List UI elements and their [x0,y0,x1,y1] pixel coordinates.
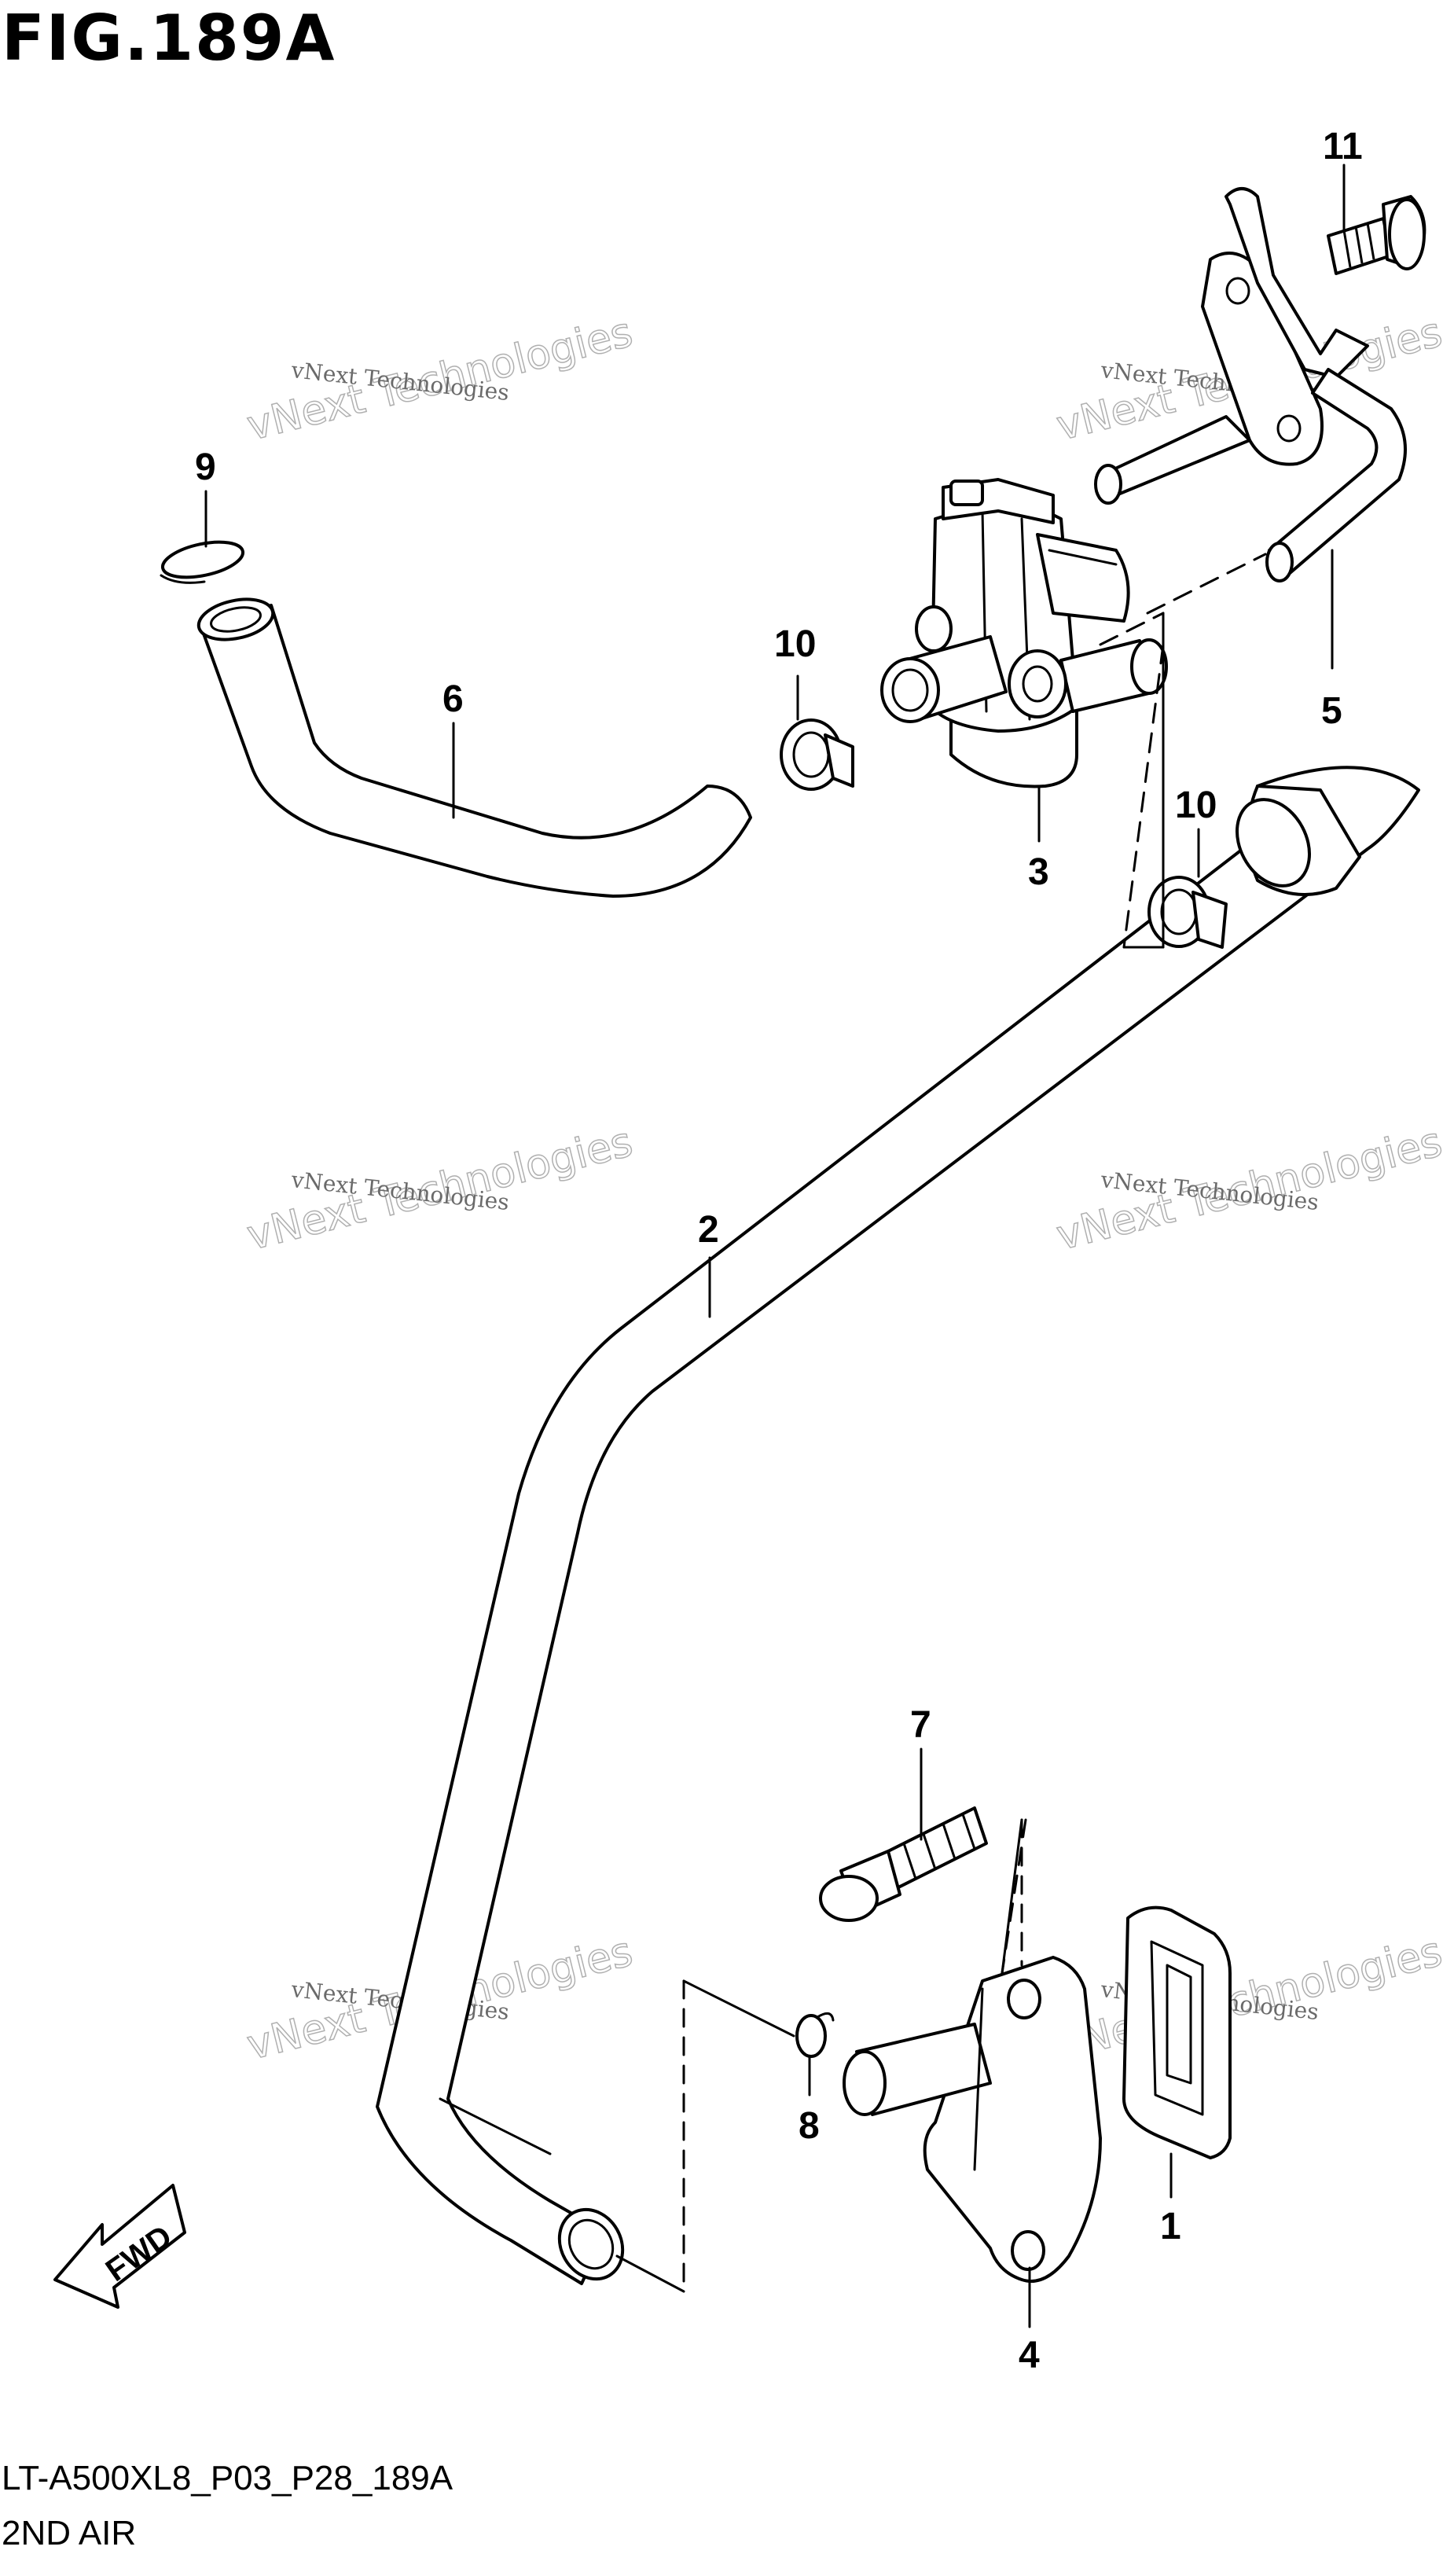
callout-7: 7 [910,1704,931,1841]
callout-9: 9 [195,446,216,548]
callout-2: 2 [698,1209,719,1318]
callout-label: 8 [799,2105,820,2147]
callout-label: 3 [1028,851,1049,893]
callout-label: 2 [698,1209,719,1251]
part-5-pipe [1094,187,1407,582]
figure-title: FIG.189A [2,2,336,75]
callout-label: 4 [1019,2335,1040,2376]
section-name: 2ND AIR [2,2514,137,2552]
part-8-ring [795,2012,835,2058]
callout-8: 8 [799,2055,820,2147]
callout-label: 9 [195,446,216,488]
callout-10-upper: 10 [774,623,816,721]
callout-10-lower: 10 [1175,785,1217,878]
callout-11: 11 [1323,126,1363,233]
callout-3: 3 [1028,785,1049,893]
callout-6: 6 [442,678,464,819]
part-2-hose [376,766,1420,2285]
part-6-hose [196,597,752,898]
callout-label: 10 [1175,785,1217,826]
callout-label: 10 [774,623,816,665]
watermark-1: vNext Technologies vNext Technologies [242,308,638,450]
diagram-code: LT-A500XL8_P03_P28_189A [2,2459,453,2497]
callout-4: 4 [1019,2266,1040,2376]
part-10-clamp-upper [780,718,854,791]
part-3-control-valve [880,478,1168,788]
callout-label: 7 [910,1704,931,1746]
callout-label: 6 [442,678,464,720]
callout-label: 11 [1323,126,1363,167]
part-11-bolt [1327,195,1426,275]
fwd-arrow-icon: FWD [53,2184,186,2309]
part-4-reed-valve-cover [843,1956,1102,2283]
callout-label: 1 [1160,2206,1181,2247]
part-7-bolt [819,1806,988,1922]
guide-lines [615,553,1267,2293]
watermark-4: vNext Technologies vNext Technologies [1052,1118,1443,1260]
part-1-gasket [1122,1905,1232,2159]
callout-label: 5 [1321,690,1342,732]
callout-5: 5 [1321,549,1342,732]
watermark-6: vNext Technologies vNext Technologies [1052,1927,1443,2070]
part-9-o-ring [160,540,245,584]
callout-1: 1 [1160,2152,1181,2247]
watermark-3: vNext Technologies vNext Technologies [242,1118,638,1260]
